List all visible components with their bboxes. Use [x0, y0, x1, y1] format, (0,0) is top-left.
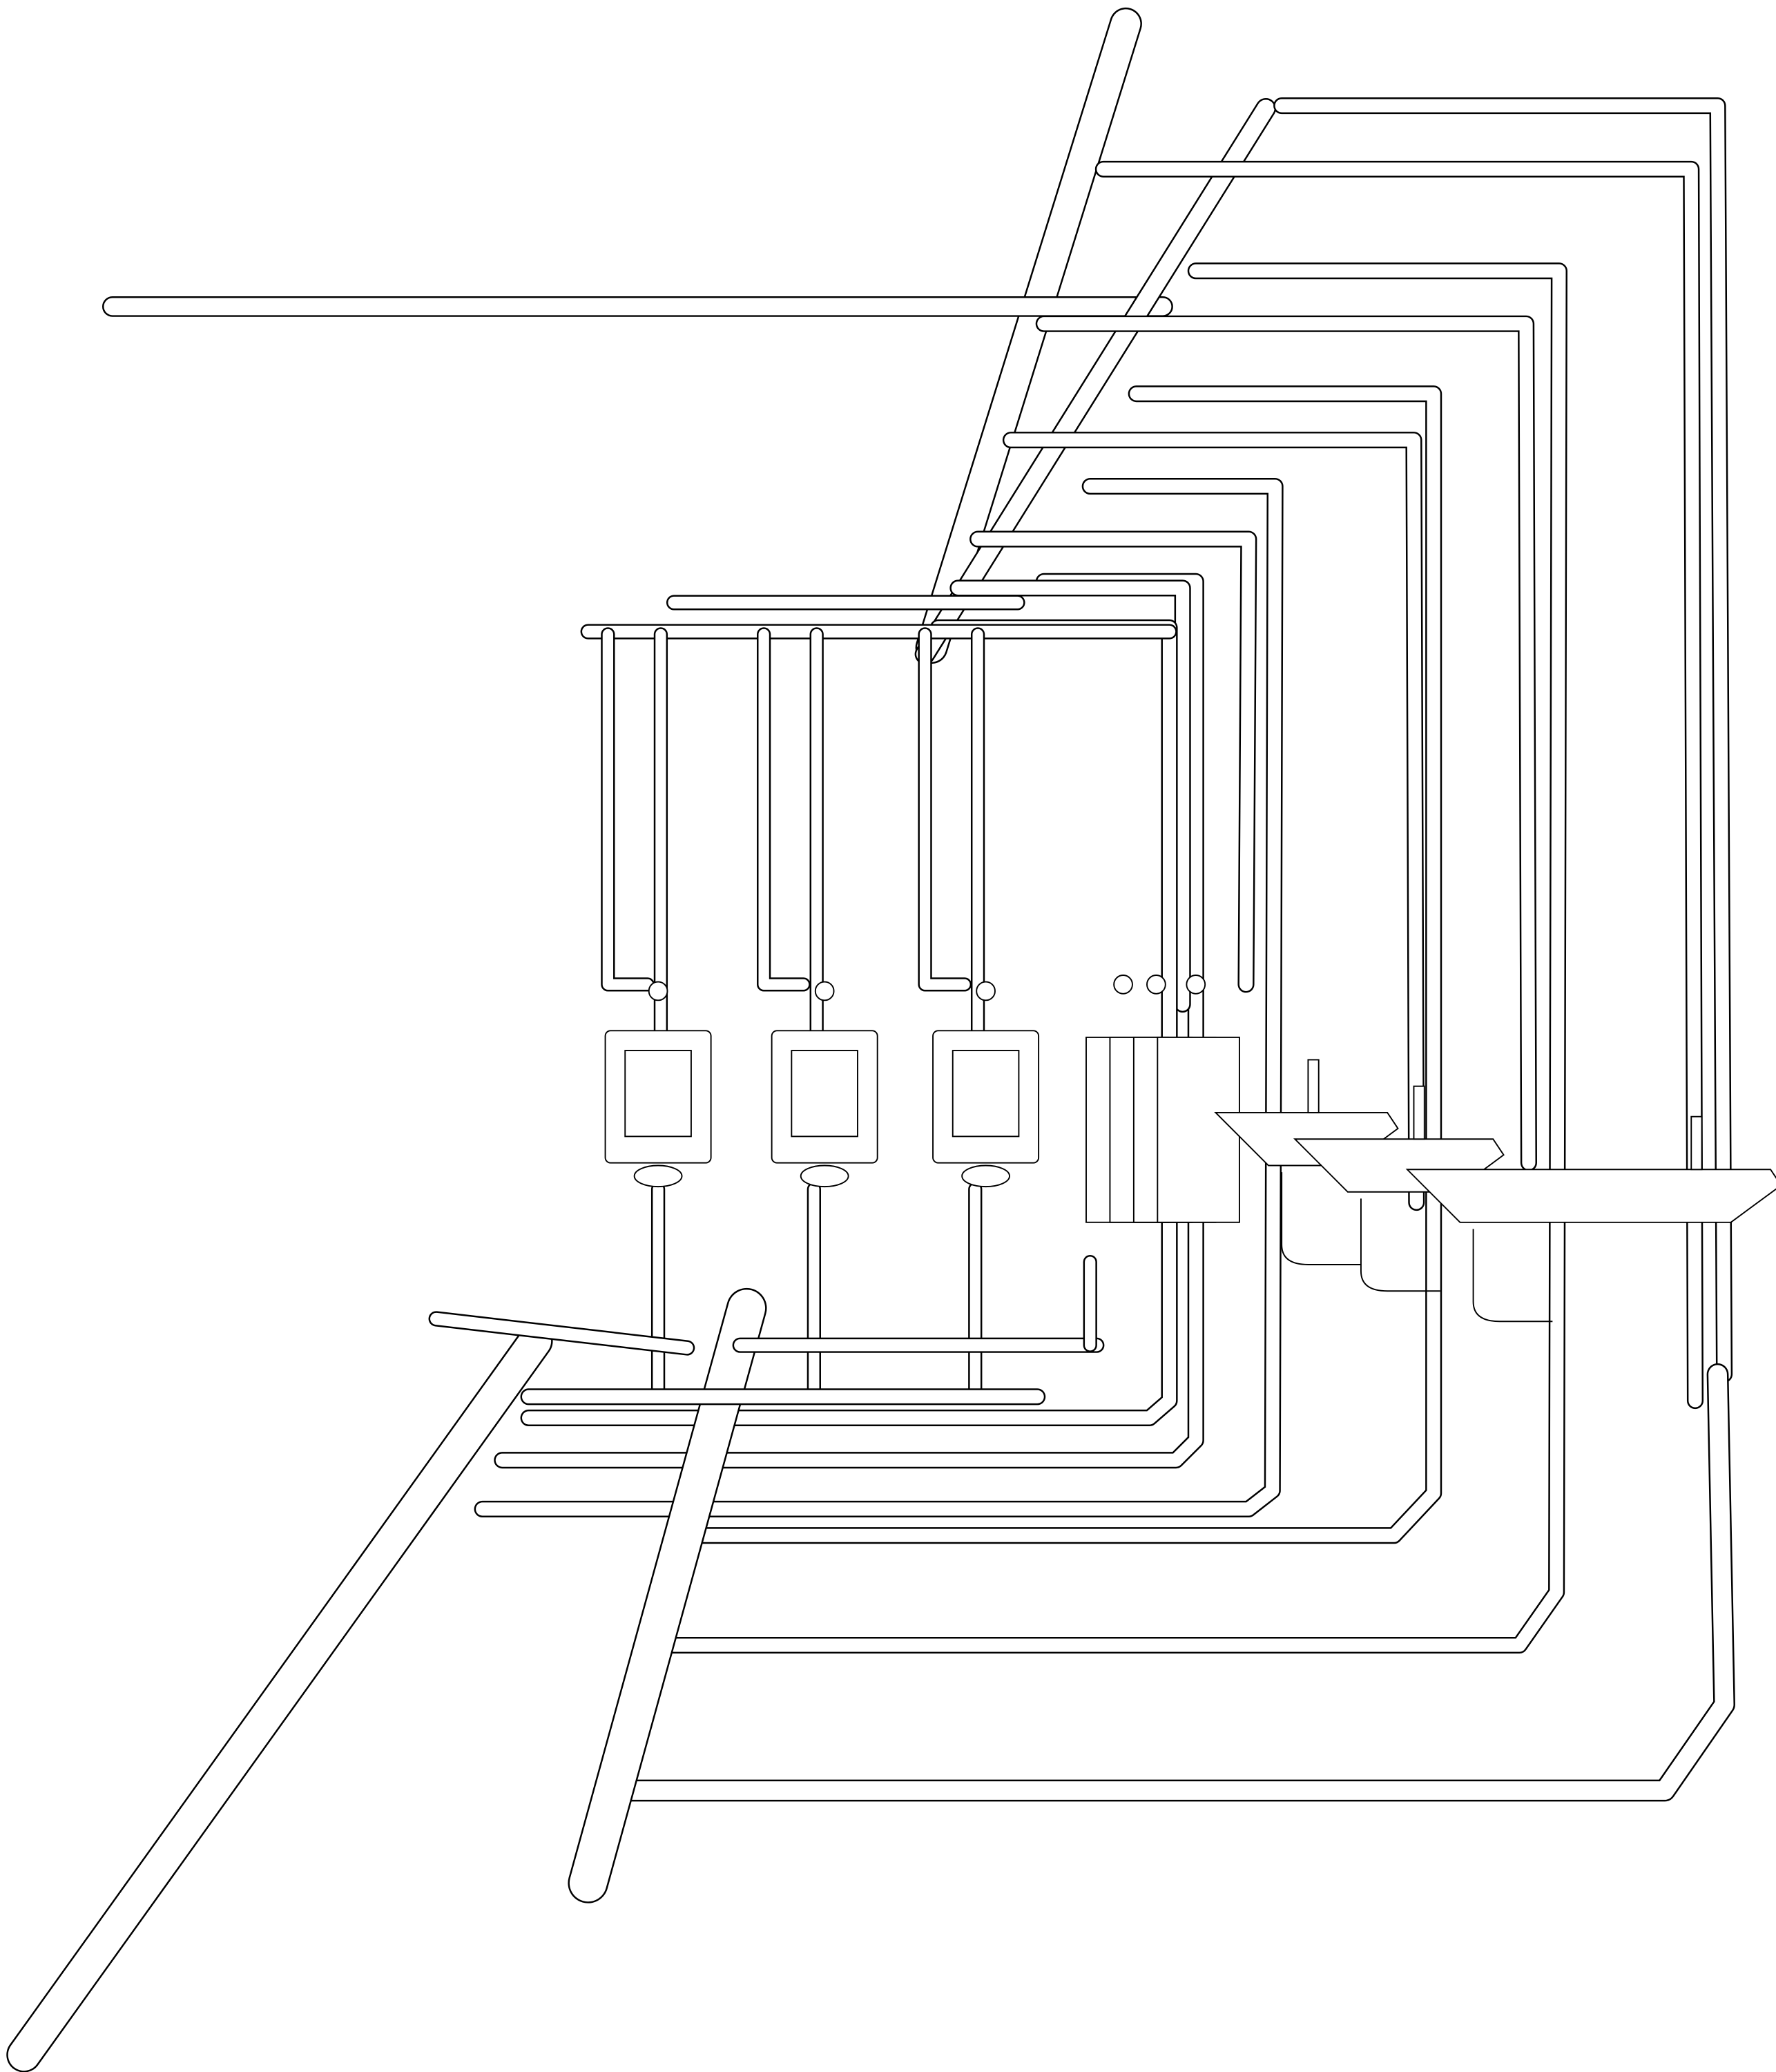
side-flush-valve-3	[1186, 975, 1206, 995]
lavatory-sink-3	[1405, 1169, 1776, 1223]
urinal-supply-drop-2	[757, 627, 811, 992]
urinal-trap-1	[633, 1164, 683, 1188]
flush-valve-1	[648, 981, 668, 1001]
branch-pipe-7	[474, 478, 1284, 1518]
pipe-network	[6, 7, 1735, 2072]
faucet-1	[1307, 1059, 1320, 1113]
p-trap-2	[1360, 1198, 1440, 1292]
urinal-supply-drop-1	[601, 627, 655, 992]
side-urinal-4	[1157, 1036, 1240, 1223]
faucet-3	[1690, 1115, 1703, 1171]
branch-pipe-5	[679, 385, 1442, 1544]
fixtures	[604, 975, 1776, 1323]
p-trap-1	[1281, 1172, 1361, 1265]
side-flush-valve-2	[1146, 975, 1166, 995]
branch-pipe-4	[1035, 315, 1537, 1171]
branch-pipe-11	[520, 619, 1178, 1426]
urinal-supply-drop-3	[918, 627, 972, 992]
p-trap-3	[1472, 1229, 1553, 1323]
flush-valve-3	[976, 981, 996, 1001]
secondary-diagonal-pipe	[914, 97, 1277, 664]
branch-pipe-2	[1094, 160, 1704, 1410]
urinal-trap-2	[800, 1164, 849, 1188]
branch-pipe-3	[659, 262, 1567, 1654]
side-flush-valve-1	[1113, 975, 1133, 995]
main-vent-pipe	[915, 7, 1142, 664]
urinal-trap-3	[961, 1164, 1010, 1188]
flush-valve-2	[814, 981, 835, 1001]
urinal-bowl-2	[791, 1050, 858, 1138]
drain-diagonal-left	[6, 1323, 553, 2072]
urinal-bowl-1	[624, 1050, 692, 1138]
branch-pipe-6	[1002, 432, 1425, 1211]
faucet-2	[1413, 1085, 1425, 1140]
urinal-trap-arm	[428, 1311, 695, 1356]
main-waste-riser	[610, 1363, 1735, 1802]
urinal-bowl-3	[952, 1050, 1020, 1138]
branch-pipe-10	[949, 579, 1191, 1013]
branch-pipe-1	[1273, 97, 1733, 1383]
branch-pipe-8	[969, 530, 1257, 993]
